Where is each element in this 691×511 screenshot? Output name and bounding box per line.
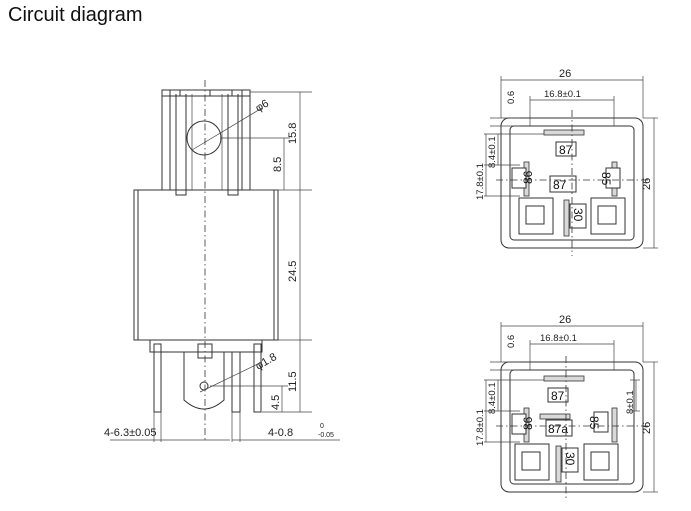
dim-hole-diameter: φ6: [254, 98, 271, 115]
top-b-label-85: 85: [587, 416, 601, 430]
pin-right: [253, 343, 262, 413]
top-b-terminal-87: [547, 387, 569, 403]
relay-base: [149, 340, 263, 353]
top-a-width: 26: [559, 68, 571, 80]
top-a-inner-width: 16.8±0.1: [544, 89, 581, 100]
top-a-pin-87-slot: [543, 129, 585, 136]
top-a-label-85: 85: [599, 172, 613, 186]
cover-slot-left: [175, 94, 187, 196]
dim-pin-tol-lower: -0.05: [318, 432, 334, 439]
dim-pin-width-small: 4-0.8: [268, 427, 293, 439]
pin-center-right: [231, 352, 241, 413]
top-b-terminal-86: [511, 413, 527, 435]
top-view-a: 26 16.8±0.1 0.6 17.8±0.1 8.4±0.1 26 87 8…: [475, 68, 658, 256]
top-b-label-30: 30: [563, 452, 577, 466]
top-a-offset: 0.6: [506, 91, 517, 104]
dim-pin-hole: φ1.8: [254, 351, 279, 373]
top-b-label-86: 86: [521, 416, 535, 430]
top-b-pin-87a-slot: [539, 413, 571, 420]
cover-slot-right: [227, 94, 239, 196]
side-view: φ6 15.8 8.5 24.5 φ1.8 11.5 4.5 4-6.3±0.0…: [104, 80, 340, 442]
top-a-gap: 8.4±0.1: [487, 136, 498, 168]
top-b-offset: 0.6: [506, 335, 517, 348]
dim-pin-length: 11.5: [287, 371, 299, 392]
top-a-pocket-right: [590, 197, 626, 235]
top-a-pocket-left: [518, 197, 554, 235]
top-b-gap: 8.4±0.1: [487, 382, 498, 414]
relay-body: [133, 189, 279, 341]
top-a-terminal-86: [511, 167, 527, 189]
top-a-label-87-center: 87: [553, 178, 567, 192]
top-b-pocket-right: [583, 443, 619, 481]
top-a-pitch: 17.8±0.1: [475, 163, 486, 200]
top-b-pin-30-slot: [555, 445, 562, 483]
top-b-outer: [500, 361, 644, 493]
top-b-pocket-left: [514, 443, 550, 481]
top-a-label-30: 30: [571, 208, 585, 222]
top-a-terminal-30: [569, 203, 587, 229]
top-a-label-87: 87: [559, 143, 573, 157]
top-a-label-86: 86: [521, 170, 535, 184]
dim-body-height: 24.5: [287, 261, 299, 282]
top-a-pin-30-slot: [563, 199, 570, 237]
dim-pin-width-main: 4-6.3±0.05: [104, 427, 157, 439]
top-b-inner-width: 16.8±0.1: [540, 333, 577, 344]
top-view-b: 26 16.8±0.1 0.6 17.8±0.1 8.4±0.1 8±0.1 2…: [475, 314, 658, 500]
relay-cover-top: [161, 89, 251, 191]
top-a-height: 26: [641, 178, 653, 190]
top-b-height: 26: [641, 422, 653, 434]
pin-left: [153, 343, 162, 413]
top-b-label-87a: 87a: [548, 422, 568, 436]
dim-hole-height: 8.5: [272, 157, 284, 172]
top-b-gap-right: 8±0.1: [625, 390, 636, 414]
top-a-outer: [500, 117, 644, 249]
top-b-pin-87-slot: [543, 375, 585, 382]
top-a-terminal-85: [605, 167, 621, 189]
top-b-terminal-87a: [545, 419, 573, 437]
top-b-terminal-85: [593, 411, 609, 433]
top-b-width: 26: [559, 314, 571, 326]
page-title: Circuit diagram: [8, 4, 143, 26]
dim-pin-tol-upper: 0: [320, 423, 324, 430]
dim-top-height: 15.8: [287, 123, 299, 144]
dim-pin-hole-offset: 4.5: [270, 395, 282, 410]
top-b-pitch: 17.8±0.1: [475, 409, 486, 446]
top-b-label-87: 87: [551, 389, 565, 403]
top-a-terminal-87: [555, 141, 577, 157]
pin-center: [183, 352, 225, 410]
top-b-pin-85-slot: [611, 407, 618, 443]
